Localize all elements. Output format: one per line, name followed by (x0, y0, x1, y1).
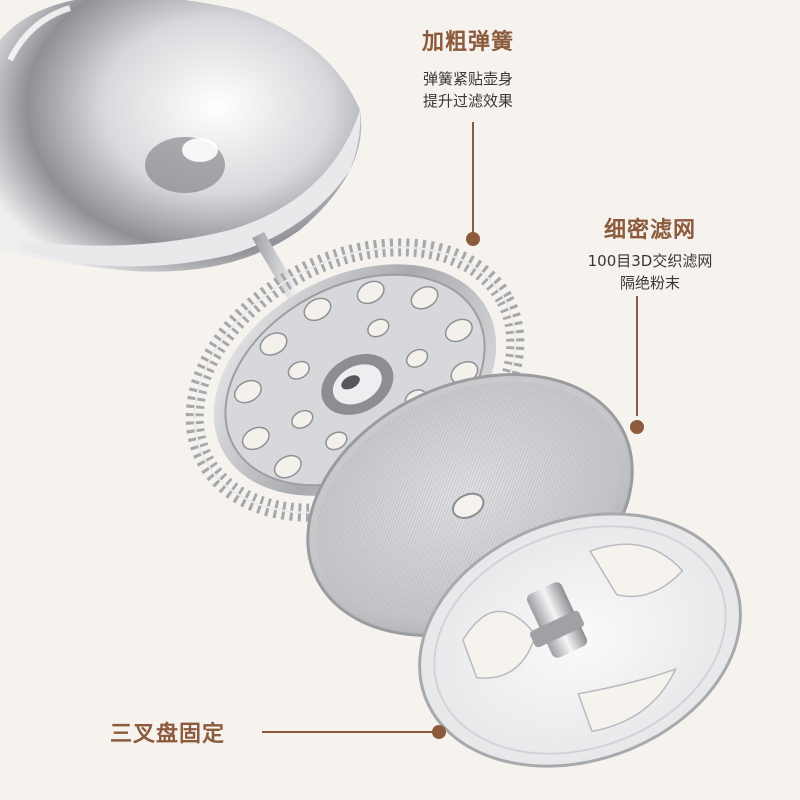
spring-desc: 弹簧紧贴壶身 提升过滤效果 (418, 68, 518, 112)
mesh-desc-line1: 100目3D交织滤网 (587, 252, 713, 270)
center-nut (526, 582, 588, 658)
mesh-desc: 100目3D交织滤网 隔绝粉末 (575, 250, 725, 294)
spring-leader-line (472, 122, 474, 234)
spring-desc-line2: 提升过滤效果 (422, 92, 513, 110)
plate-leader-line (262, 731, 432, 733)
callout-mesh: 细密滤网 100目3D交织滤网 隔绝粉末 (575, 212, 725, 294)
plate-title: 三叉盘固定 (110, 722, 226, 747)
spring-marker-dot (466, 232, 480, 246)
lid-dome (0, 0, 362, 272)
mesh-marker-dot (630, 420, 644, 434)
plate-marker-dot (432, 725, 446, 739)
mesh-leader-line (636, 296, 638, 416)
mesh-desc-line2: 隔绝粉末 (619, 274, 680, 292)
spring-title: 加粗弹簧 (421, 30, 514, 55)
callout-plate: 三叉盘固定 (110, 716, 225, 748)
callout-spring: 加粗弹簧 弹簧紧贴壶身 提升过滤效果 (418, 24, 518, 112)
mesh-title: 细密滤网 (603, 218, 696, 243)
spring-desc-line1: 弹簧紧贴壶身 (422, 70, 513, 88)
